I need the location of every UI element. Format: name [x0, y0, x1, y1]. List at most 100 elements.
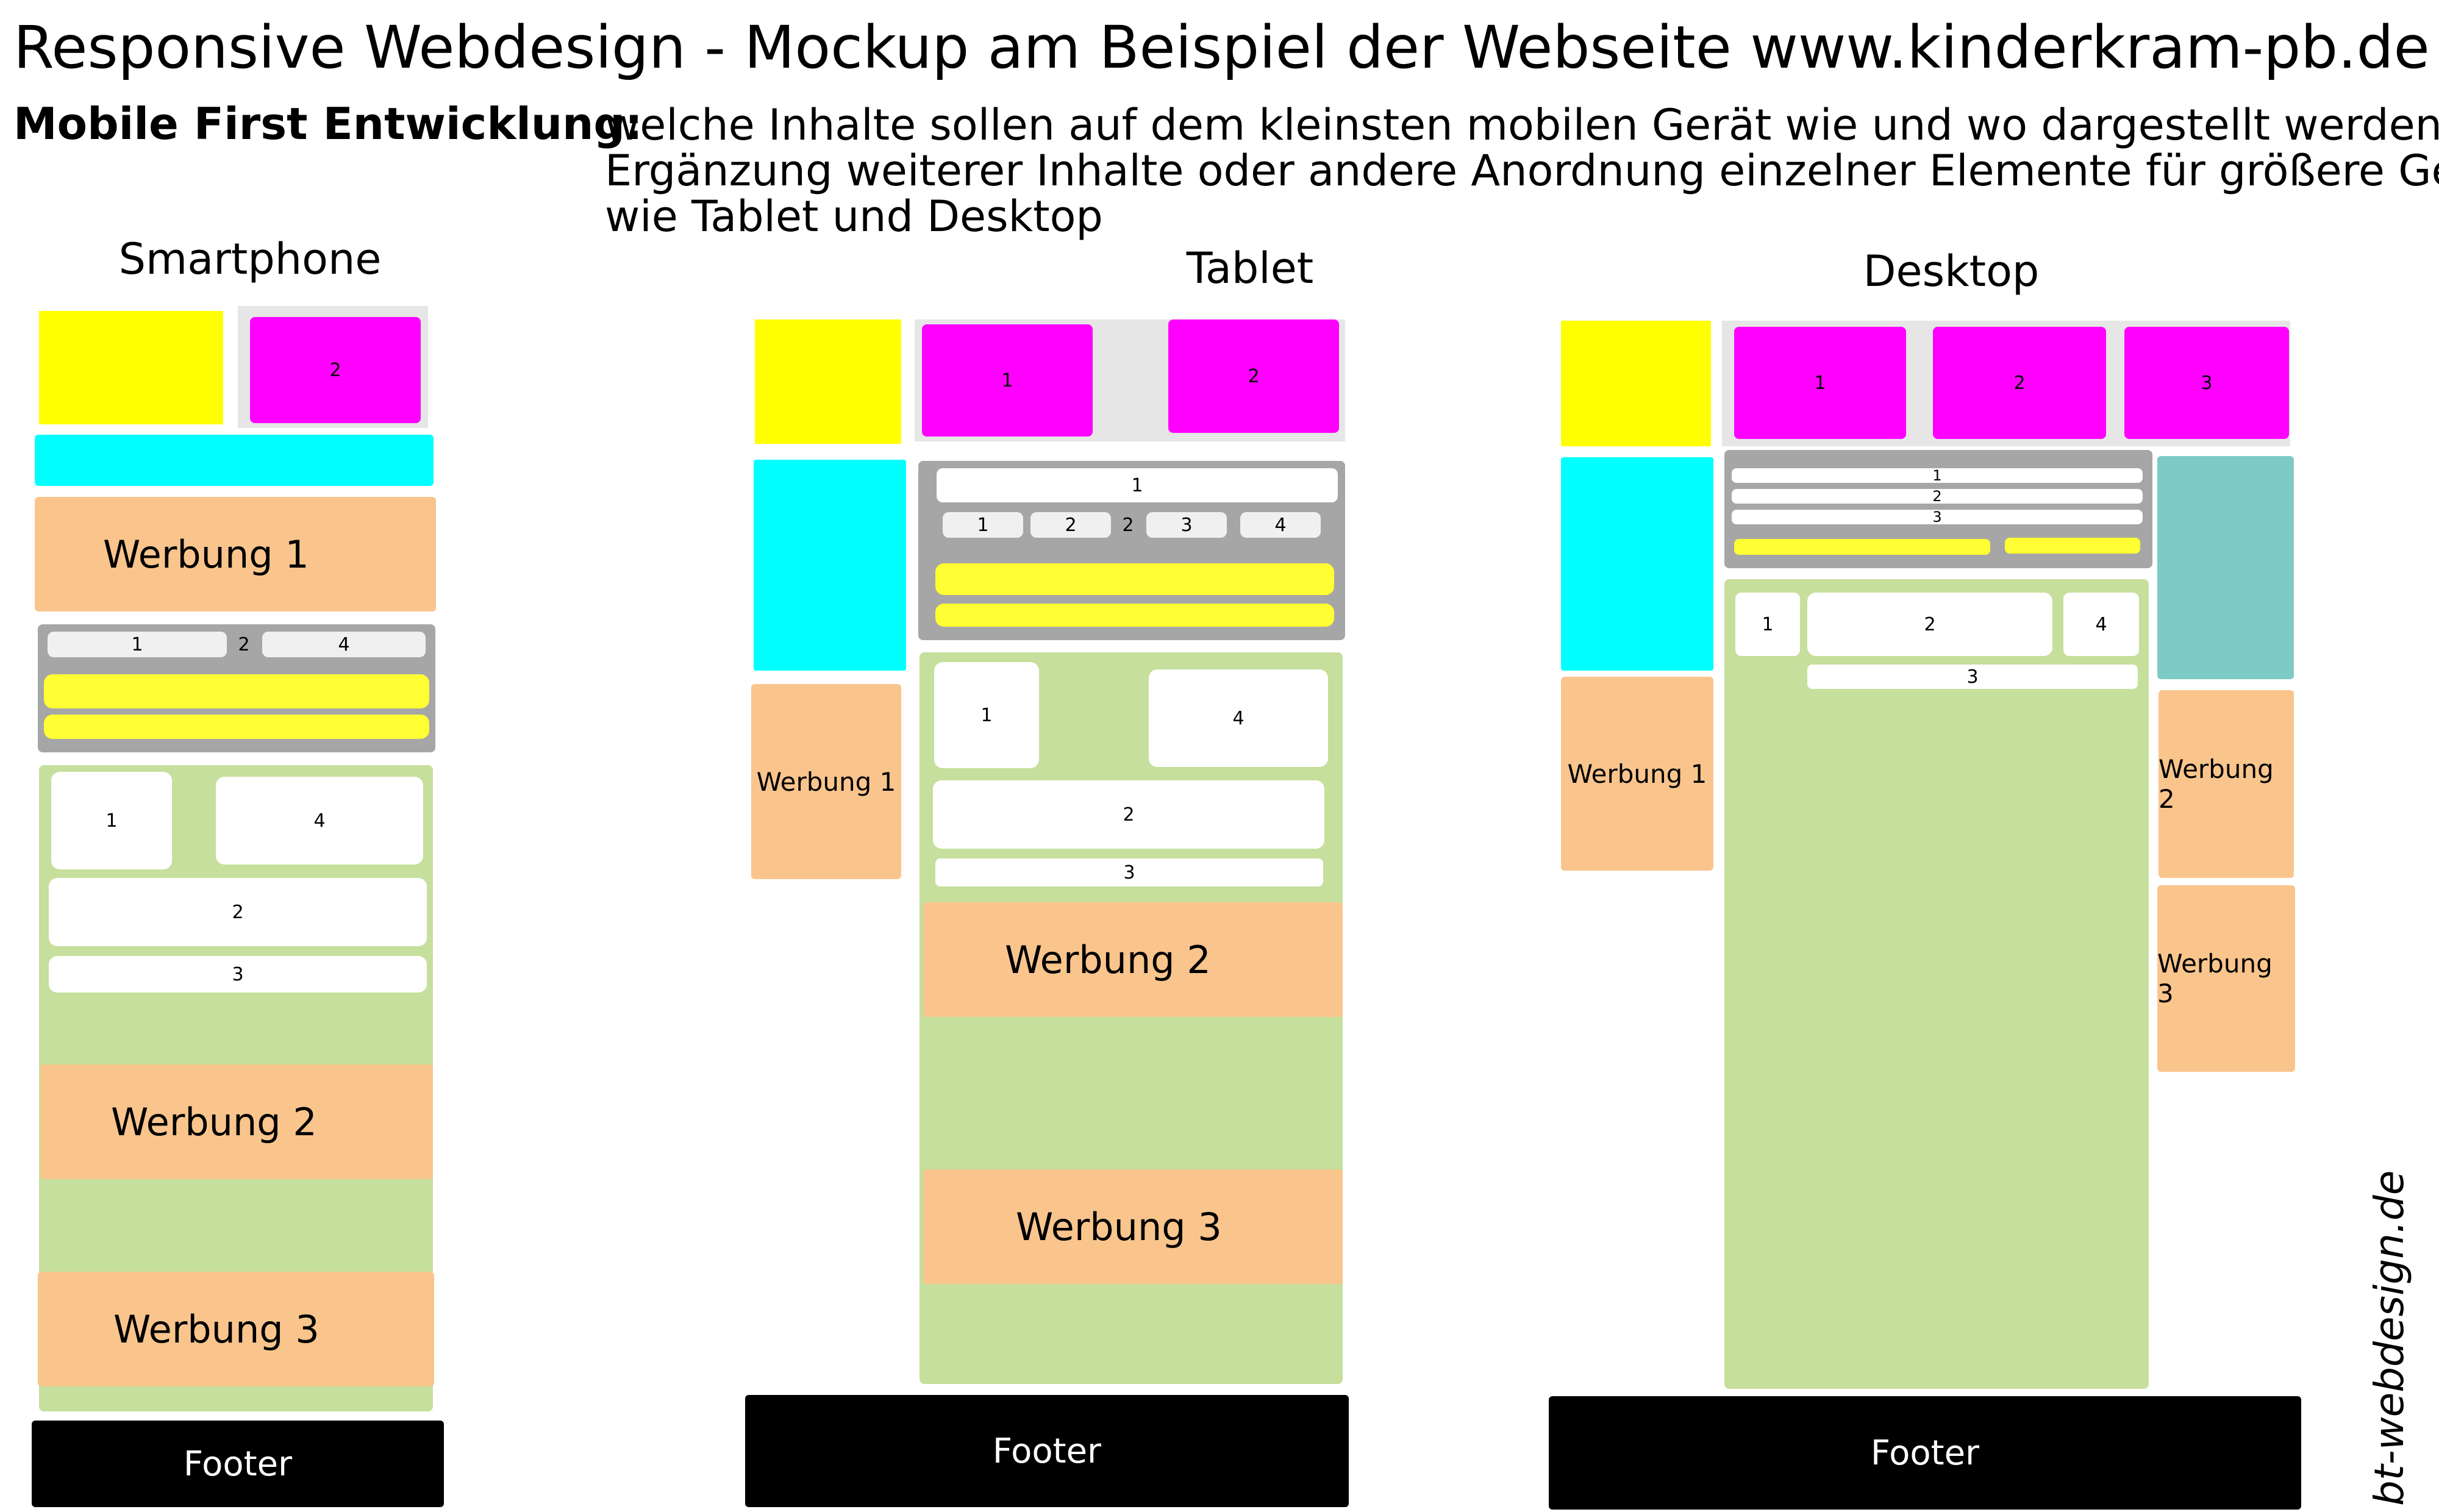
werbung-1-label: Werbung 1 — [1567, 758, 1707, 789]
desktop-werbung-2: Werbung 2 — [2159, 690, 2294, 878]
number-label: 4 — [1232, 707, 1244, 729]
tablet-yellow-bar-1 — [935, 563, 1334, 595]
number-label: 4 — [313, 810, 326, 832]
smartphone-yellow-bar-2 — [44, 715, 429, 739]
number-label: 2 — [238, 633, 250, 655]
number-label: 2 — [1123, 804, 1135, 826]
number-label: 1 — [105, 810, 118, 832]
tablet-content-box-3: 3 — [935, 858, 1323, 886]
number-label: 3 — [1966, 666, 1979, 688]
werbung-2-label: Werbung 2 — [1005, 937, 1211, 982]
desktop-werbung-1: Werbung 1 — [1561, 677, 1713, 871]
smartphone-yellow-bar-1 — [44, 674, 429, 708]
number-label: 2 — [232, 901, 244, 923]
smartphone-menu-item-2: 2 — [250, 317, 421, 423]
smartphone-tab-4: 4 — [262, 632, 426, 657]
number-label: 2 — [1932, 488, 1942, 505]
number-label: 1 — [1932, 467, 1942, 484]
footer-label: Footer — [183, 1444, 293, 1484]
number-label: 3 — [232, 963, 244, 985]
number-label: 3 — [2201, 372, 2213, 394]
desktop-content-box-3: 3 — [1807, 665, 2138, 689]
number-label: 3 — [1123, 861, 1135, 883]
smartphone-content-box-1: 1 — [51, 772, 172, 869]
number-label: 4 — [338, 633, 350, 655]
brand-label: bt-webdesign.de — [2366, 1170, 2413, 1507]
number-label: 2 — [1122, 514, 1134, 536]
description-line-2: Ergänzung weiterer Inhalte oder andere A… — [605, 146, 2439, 196]
number-label: 3 — [1180, 514, 1193, 536]
number-label: 1 — [1131, 474, 1143, 496]
desktop-menu-item-1: 1 — [1734, 327, 1906, 439]
smartphone-tab-2: 2 — [227, 632, 261, 657]
tablet-search-field: 1 — [937, 468, 1338, 502]
werbung-2-label: Werbung 2 — [2159, 754, 2274, 814]
smartphone-content-box-3: 3 — [49, 956, 427, 993]
tablet-werbung-2: Werbung 2 — [923, 902, 1343, 1017]
smartphone-label: Smartphone — [118, 234, 382, 284]
desktop-content-area — [1724, 579, 2149, 1389]
number-label: 1 — [131, 633, 143, 655]
number-label: 1 — [1814, 372, 1826, 394]
smartphone-footer: Footer — [32, 1421, 444, 1507]
number-label: 2 — [329, 359, 341, 381]
desktop-menu-item-3: 3 — [2124, 327, 2289, 439]
tablet-content-box-1: 1 — [934, 662, 1039, 768]
werbung-3-label: Werbung 3 — [113, 1307, 320, 1352]
werbung-1-label: Werbung 1 — [756, 766, 896, 797]
smartphone-navigation-bar — [35, 435, 434, 486]
tablet-footer: Footer — [745, 1395, 1349, 1507]
number-label: 4 — [2095, 613, 2107, 635]
number-label: 1 — [980, 704, 993, 726]
tablet-werbung-3: Werbung 3 — [923, 1169, 1343, 1284]
number-label: 2 — [2013, 372, 2026, 394]
tablet-logo-block — [755, 319, 901, 444]
footer-label: Footer — [1870, 1433, 1980, 1473]
desktop-werbung-3: Werbung 3 — [2157, 885, 2295, 1072]
desktop-content-box-1: 1 — [1735, 593, 1800, 656]
desktop-label: Desktop — [1863, 246, 2040, 296]
tablet-menu-item-2: 2 — [1168, 319, 1339, 433]
tablet-yellow-bar-2 — [935, 604, 1334, 627]
tablet-label: Tablet — [1186, 243, 1314, 293]
desktop-footer: Footer — [1549, 1396, 2301, 1510]
page-title: Responsive Webdesign - Mockup am Beispie… — [13, 13, 2430, 82]
desktop-yellow-bar-1 — [1734, 539, 1990, 555]
number-label: 1 — [1001, 369, 1013, 391]
subtitle: Mobile First Entwicklung: — [13, 98, 643, 149]
tablet-menu-item-1: 1 — [922, 324, 1093, 437]
number-label: 1 — [977, 514, 989, 536]
desktop-logo-block — [1561, 321, 1711, 446]
tablet-tab-2: 2 — [1030, 512, 1111, 538]
smartphone-werbung-2: Werbung 2 — [40, 1064, 433, 1179]
tablet-navigation-block — [754, 460, 906, 671]
tablet-tab-1: 1 — [943, 512, 1023, 538]
desktop-content-box-4: 4 — [2063, 593, 2139, 656]
tablet-tab-4: 4 — [1240, 512, 1321, 538]
tablet-tab-2b: 2 — [1111, 512, 1145, 538]
number-label: 3 — [1932, 508, 1942, 526]
description-line-1: welche Inhalte sollen auf dem kleinsten … — [605, 100, 2439, 150]
werbung-1-label: Werbung 1 — [103, 532, 309, 577]
werbung-3-label: Werbung 3 — [1016, 1204, 1222, 1249]
desktop-content-box-2: 2 — [1807, 593, 2052, 656]
werbung-3-label: Werbung 3 — [2157, 949, 2273, 1008]
tablet-content-box-2: 2 — [933, 780, 1324, 849]
number-label: 2 — [1065, 514, 1077, 536]
smartphone-werbung-3: Werbung 3 — [38, 1272, 434, 1386]
desktop-yellow-bar-2 — [2005, 538, 2140, 554]
description-line-3: wie Tablet und Desktop — [605, 191, 1103, 241]
number-label: 4 — [1274, 514, 1287, 536]
number-label: 2 — [1248, 365, 1260, 387]
tablet-tab-3: 3 — [1146, 512, 1227, 538]
desktop-sidebar-block — [2157, 456, 2294, 679]
smartphone-tab-1: 1 — [48, 632, 227, 657]
tablet-content-box-4: 4 — [1149, 669, 1328, 767]
description: welche Inhalte sollen auf dem kleinsten … — [605, 102, 2439, 240]
smartphone-werbung-1: Werbung 1 — [35, 497, 436, 612]
smartphone-content-box-2: 2 — [49, 878, 427, 946]
desktop-menu-item-2: 2 — [1933, 327, 2106, 439]
tablet-werbung-1: Werbung 1 — [751, 684, 901, 879]
werbung-2-label: Werbung 2 — [111, 1099, 317, 1144]
desktop-navigation-block — [1561, 457, 1713, 671]
